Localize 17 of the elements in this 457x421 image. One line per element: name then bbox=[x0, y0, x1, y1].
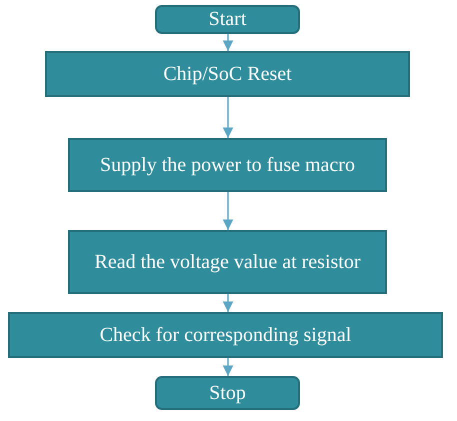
step-label: Read the voltage value at resistor bbox=[94, 252, 360, 272]
process-box bbox=[68, 230, 387, 294]
process-box bbox=[45, 51, 410, 97]
step-label: Supply the power to fuse macro bbox=[100, 154, 355, 176]
arrow bbox=[222, 358, 234, 376]
step-label: Start bbox=[208, 9, 246, 30]
arrow bbox=[222, 294, 234, 312]
step-label: Stop bbox=[209, 382, 246, 404]
step-label: Chip/SoC Reset bbox=[163, 64, 292, 84]
arrow bbox=[222, 192, 234, 230]
process-box bbox=[8, 312, 443, 358]
terminal-box bbox=[155, 376, 300, 410]
process-box bbox=[68, 138, 387, 192]
step-label: Check for corresponding signal bbox=[100, 324, 352, 346]
arrow bbox=[222, 97, 234, 138]
terminal-box bbox=[155, 5, 300, 34]
arrow bbox=[222, 34, 234, 51]
